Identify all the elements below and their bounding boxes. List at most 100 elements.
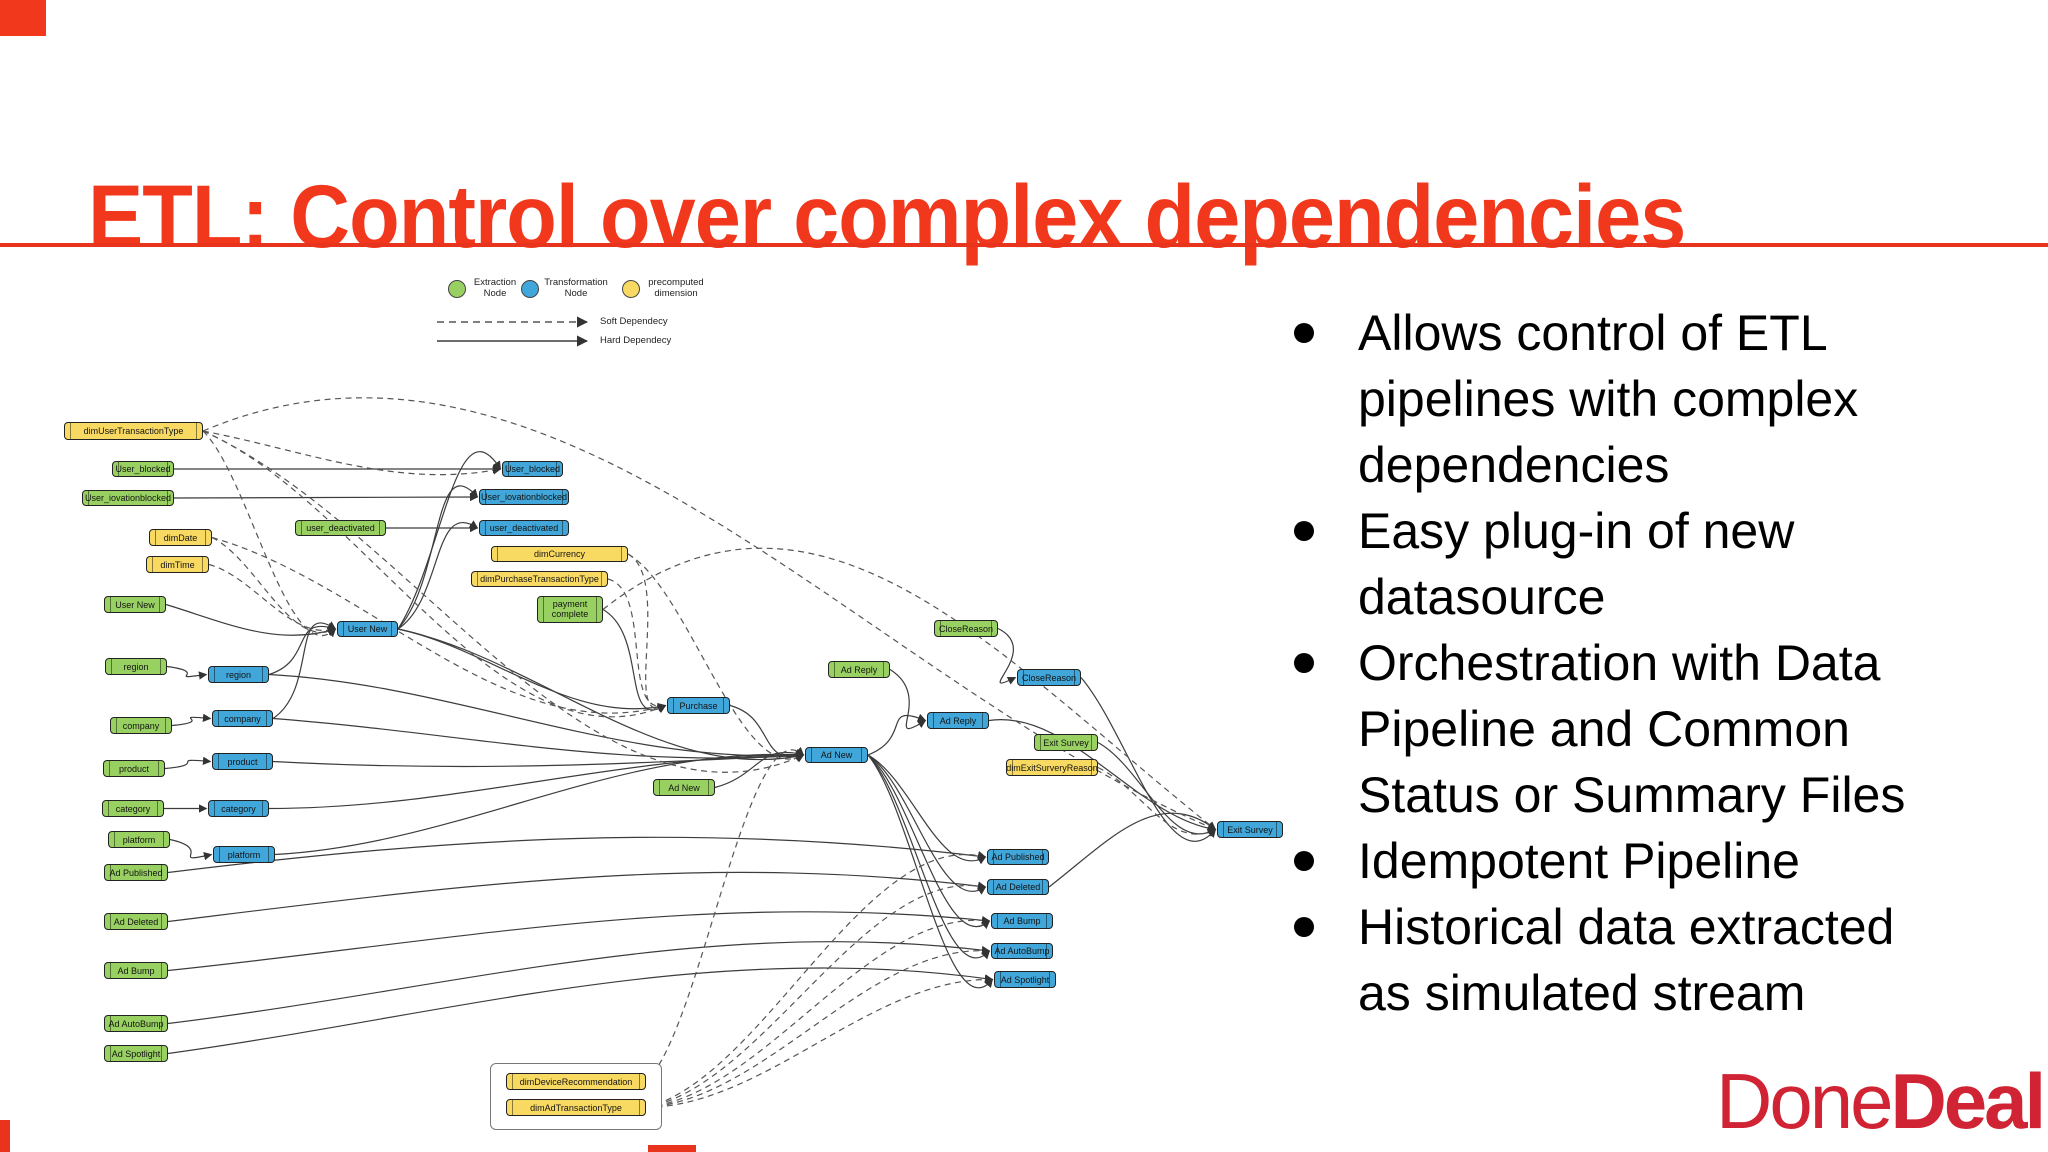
hard-dependency-edge: [165, 603, 337, 636]
graph-node-region_g: region: [105, 658, 167, 675]
soft-dependency-edge: [607, 578, 667, 712]
title-underline: [0, 243, 2048, 247]
graph-node-addel_g: Ad Deleted: [104, 913, 168, 930]
soft-dependency-edge: [202, 430, 502, 476]
soft-dependency-edge: [211, 536, 337, 637]
red-bottom-left-decoration: [0, 1120, 10, 1152]
graph-node-ub_b: User_blocked: [502, 461, 563, 477]
bullet-item: Idempotent Pipeline: [1288, 828, 1988, 894]
graph-node-adauto_g: Ad AutoBump: [104, 1015, 168, 1032]
hard-dependency-edge: [729, 704, 805, 762]
hard-dependency-edge: [1048, 812, 1217, 888]
hard-dependency-edge: [867, 754, 991, 960]
legend-soft-label: Soft Dependecy: [600, 316, 668, 327]
graph-node-dimptt_y: dimPurchaseTransactionType: [471, 571, 608, 587]
graph-node-payc_g: payment complete: [537, 596, 603, 623]
hard-dependency-edge: [272, 751, 805, 768]
graph-node-addel_b: Ad Deleted: [987, 879, 1049, 895]
hard-dependency-edge: [167, 941, 991, 1025]
hard-dependency-edge: [1097, 741, 1217, 837]
graph-node-category_b: category: [208, 800, 269, 817]
soft-dependency-edge: [645, 881, 987, 1109]
soft-dependency-edge: [645, 746, 805, 1082]
graph-node-company_b: company: [212, 710, 273, 727]
hard-dependency-edge: [167, 911, 991, 972]
graph-node-product_b: product: [212, 753, 273, 770]
graph-node-adreply_b: Ad Reply: [927, 712, 989, 729]
red-corner-decoration: [0, 0, 46, 36]
hard-dependency-edge: [164, 756, 212, 770]
graph-node-un_b: User New: [337, 621, 398, 637]
graph-node-ud_g: user_deactivated: [295, 520, 386, 536]
transformation-node-icon: [521, 280, 539, 298]
logo-done: Done: [1716, 1057, 1893, 1145]
graph-node-category_g: category: [102, 800, 164, 817]
hard-dependency-edge: [166, 665, 208, 680]
hard-dependency-edge: [274, 750, 805, 856]
graph-node-adbump_g: Ad Bump: [104, 962, 168, 979]
soft-dependency-edge: [627, 553, 667, 713]
soft-dependency-edge: [645, 851, 987, 1109]
hard-dependency-edge: [268, 750, 805, 810]
graph-node-uib_g: User_iovationblocked: [82, 490, 174, 506]
bullet-item: Historical data extracted as simulated s…: [1288, 894, 1988, 1026]
graph-node-adreply_g: Ad Reply: [828, 661, 890, 678]
hard-dependency-edge: [272, 717, 805, 760]
graph-node-platform_g: platform: [108, 831, 170, 848]
graph-node-exit_g: Exit Survey: [1034, 734, 1098, 751]
hard-dependency-edge: [167, 871, 987, 923]
graph-node-un_g: User New: [104, 596, 166, 613]
legend-hard-label: Hard Dependecy: [600, 335, 672, 346]
soft-dependency-edge: [645, 946, 991, 1109]
graph-node-dimutt_y: dimUserTransactionType: [64, 422, 203, 440]
hard-dependency-edge: [272, 621, 337, 719]
hard-dependency-edge: [867, 713, 927, 756]
hard-dependency-edge: [602, 608, 667, 713]
graph-node-exit_b: Exit Survey: [1217, 821, 1283, 838]
graph-node-ub_g: User_blocked: [112, 461, 174, 477]
soft-dependency-edge: [645, 975, 994, 1109]
extraction-node-icon: [448, 280, 466, 298]
graph-node-adspot_b: Ad Spotlight: [994, 971, 1056, 988]
graph-node-dimdate_y: dimDate: [149, 529, 212, 546]
graph-node-adbump_b: Ad Bump: [991, 913, 1053, 929]
graph-node-adpub_b: Ad Published: [987, 849, 1049, 865]
legend-arrows: [437, 316, 589, 347]
graph-node-dimesr_y: dimExitSurveryReason: [1006, 759, 1098, 776]
legend-extraction-label: Extraction Node: [473, 277, 517, 299]
graph-node-dimadt_y: dimAdTransactionType: [506, 1099, 646, 1116]
graph-node-adspot_g: Ad Spotlight: [104, 1045, 168, 1062]
graph-node-adpub_g: Ad Published: [104, 864, 168, 881]
hard-dependency-edge: [397, 451, 502, 630]
graph-node-dimcur_y: dimCurrency: [491, 546, 628, 562]
graph-node-adnew_g: Ad New: [653, 779, 715, 796]
hard-dependency-edge: [268, 673, 805, 760]
hard-dependency-edge: [867, 754, 987, 895]
hard-dependency-edge: [867, 754, 987, 865]
soft-dependency-edge: [1097, 766, 1217, 837]
graph-node-purchase_b: Purchase: [667, 697, 730, 714]
bullet-list: Allows control of ETL pipelines with com…: [1288, 300, 1988, 1026]
graph-node-adauto_b: Ad AutoBump: [991, 943, 1053, 959]
soft-dependency-edge: [208, 563, 337, 635]
hard-dependency-edge: [867, 754, 991, 930]
graph-node-company_g: company: [110, 717, 172, 734]
graph-node-adnew_b: Ad New: [805, 747, 868, 763]
bullet-dot-icon: [1294, 521, 1314, 541]
graph-node-closer_b: CloseReason: [1017, 669, 1081, 686]
hard-dependency-edge: [173, 492, 479, 502]
bullet-text: Easy plug-in of new datasource: [1358, 503, 1795, 625]
bullet-dot-icon: [1294, 653, 1314, 673]
hard-dependency-edge: [397, 520, 479, 630]
bullet-item: Orchestration with Data Pipeline and Com…: [1288, 630, 1988, 828]
hard-dependency-edge: [397, 485, 479, 630]
hard-dependency-edge: [169, 838, 213, 861]
hard-dependency-edge: [167, 967, 994, 1055]
graph-node-uib_b: User_iovationblocked: [479, 489, 569, 505]
donedeal-logo: DoneDeal: [1716, 1056, 2046, 1147]
red-bottom-decoration: [648, 1145, 696, 1152]
graph-node-ud_b: user_deactivated: [479, 520, 569, 536]
bullet-text: Idempotent Pipeline: [1358, 833, 1800, 889]
hard-dependency-edge: [167, 836, 987, 874]
